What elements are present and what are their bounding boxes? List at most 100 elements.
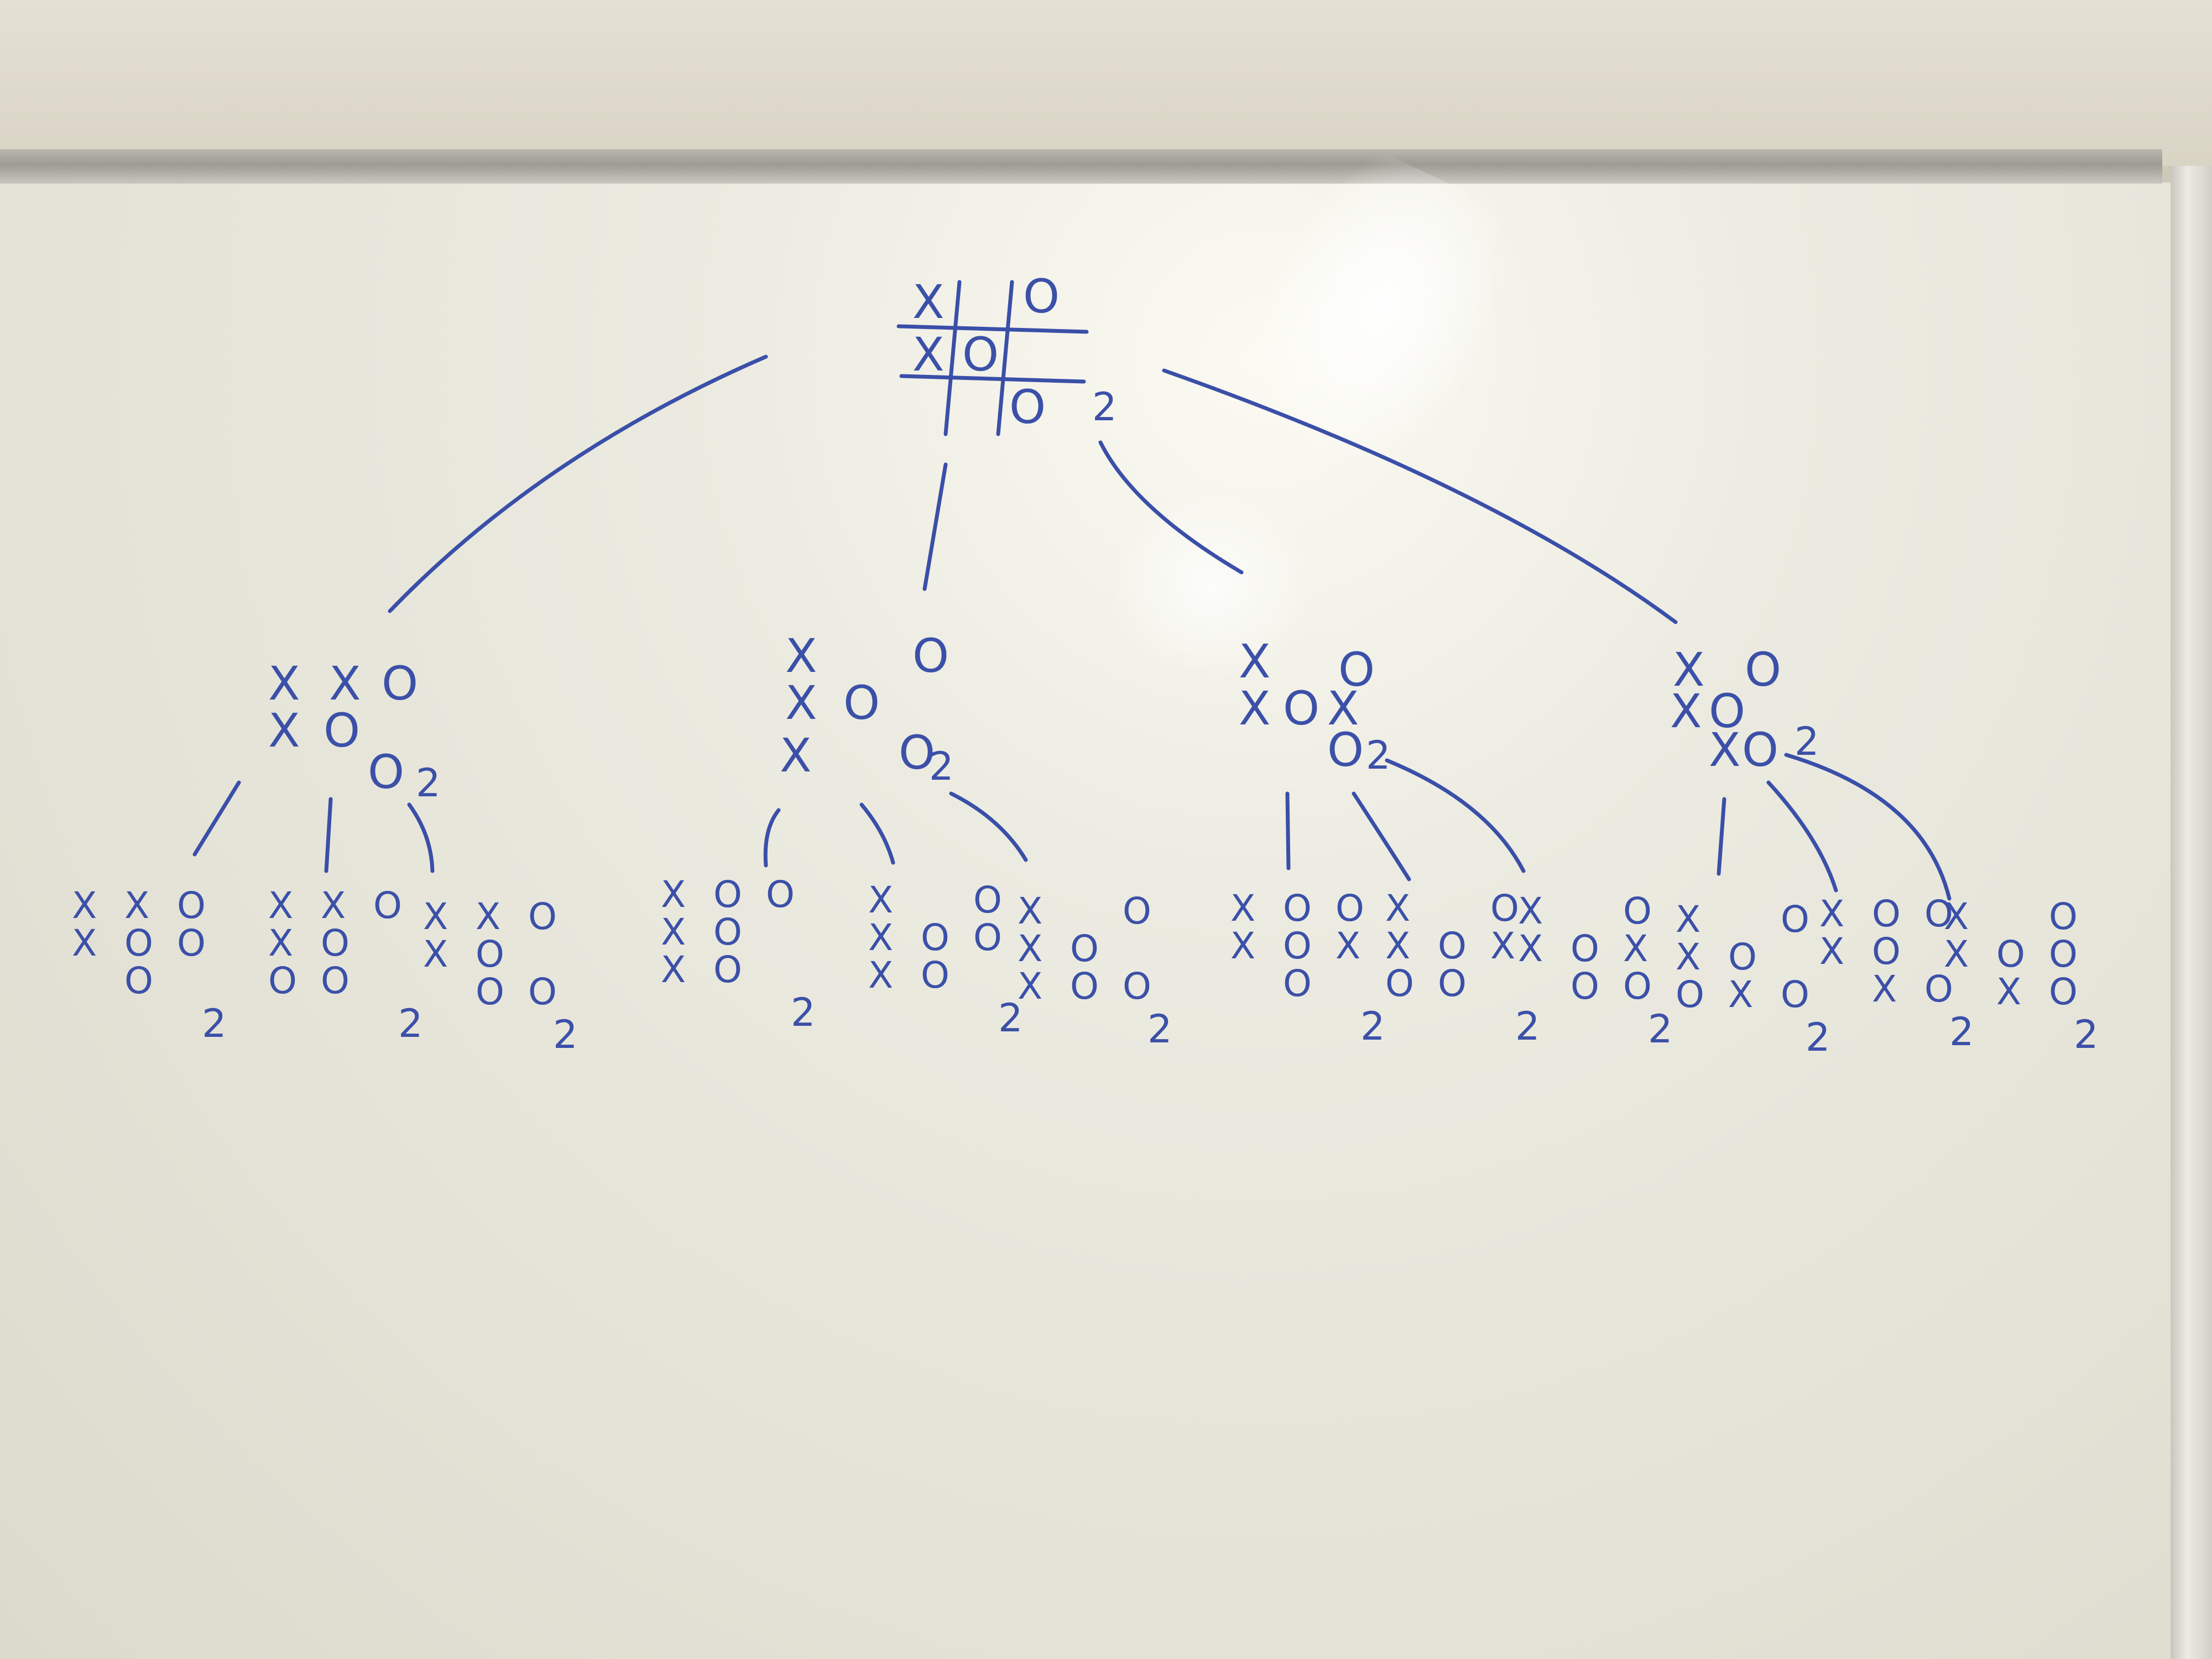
grid-line-h1 xyxy=(896,324,1089,334)
leaf-cell: O xyxy=(1385,962,1414,1005)
leaf-cell: X xyxy=(1728,973,1753,1016)
leaf-cell: X xyxy=(268,884,293,927)
leaf-cell: O xyxy=(1283,887,1312,930)
root-score: 2 xyxy=(1092,384,1117,430)
leaf-score: 2 xyxy=(398,1001,423,1046)
n4-cell-2-2: O xyxy=(1742,723,1778,777)
leaf-cell: X xyxy=(1676,898,1700,941)
edge-n3-c3 xyxy=(1385,758,1526,873)
root-cell-2-1: O xyxy=(1009,380,1046,434)
leaf-cell: X xyxy=(1872,968,1897,1010)
root-connectors xyxy=(388,354,1678,624)
root-cell-0-0: X xyxy=(912,275,945,329)
leaf-cell: O xyxy=(2049,933,2078,975)
leaf-cell: O xyxy=(177,884,206,927)
leaf-cell: O xyxy=(2049,895,2078,938)
leaf-cell: O xyxy=(1676,973,1704,1016)
leaf-cell: X xyxy=(661,948,686,991)
leaf-cell: O xyxy=(713,911,742,953)
leaf-cell: X xyxy=(124,884,149,927)
n3-cell-1-0: X xyxy=(1239,681,1271,735)
leaf-cell: O xyxy=(766,873,795,916)
leaf-cell: O xyxy=(1283,925,1312,967)
grid-line-v1 xyxy=(943,280,962,436)
n4-cell-0-2: O xyxy=(1745,643,1781,697)
n4-cell-1-0: X xyxy=(1670,684,1702,738)
leaf-cell: O xyxy=(973,879,1002,921)
n3-cell-0-2: O xyxy=(1338,643,1375,697)
whiteboard-top-rail xyxy=(0,149,2162,184)
leaf-cell: X xyxy=(1230,925,1255,967)
level1-node-3: X O X O X O 2 xyxy=(1239,634,1391,778)
leaf-cell: O xyxy=(1123,965,1151,1008)
leaf-cell: X xyxy=(868,954,893,997)
leaf-score: 2 xyxy=(1949,1009,1974,1055)
n1-cell-0-0: X xyxy=(268,656,300,711)
leaf-cell: X xyxy=(1944,895,1969,938)
leaf-cell: X xyxy=(1230,887,1255,930)
leaf-score: 2 xyxy=(1147,1006,1172,1052)
edge-root-to-node-3 xyxy=(1098,440,1244,575)
leaf-cell: X xyxy=(1623,927,1648,970)
edge-n1-c1 xyxy=(192,780,241,857)
leaf-score: 2 xyxy=(2074,1012,2099,1057)
leaf-cell: X xyxy=(1819,893,1844,935)
leaf-cell: O xyxy=(921,916,950,959)
leaf-cell: O xyxy=(476,971,504,1013)
leaf-cell: O xyxy=(1623,890,1652,932)
root-board: X O X O O 2 xyxy=(912,269,1117,434)
n3-cell-0-0: X xyxy=(1239,634,1271,688)
edge-n4-c3 xyxy=(1784,753,1952,901)
leaf-cell: O xyxy=(1335,887,1364,930)
edge-n3-c2 xyxy=(1352,791,1411,881)
edge-n2-c3 xyxy=(949,791,1028,862)
leaf-cell: O xyxy=(1070,927,1099,970)
leaf-cell: O xyxy=(1924,893,1953,935)
leaf-score: 2 xyxy=(553,1012,578,1057)
leaf-cell: O xyxy=(476,933,504,975)
edge-n3-c1 xyxy=(1285,791,1291,870)
n3-cell-1-2: X xyxy=(1327,681,1359,735)
leaf-cell: O xyxy=(528,971,557,1013)
leaf-cell: X xyxy=(1996,971,2021,1013)
root-grid xyxy=(896,280,1089,436)
leaf-cell: X xyxy=(1018,965,1042,1008)
n1-cell-0-2: O xyxy=(382,656,418,711)
leaf-cell: X xyxy=(868,916,893,959)
leaf-score: 2 xyxy=(1806,1015,1830,1060)
leaf-cell: O xyxy=(177,922,206,964)
whiteboard xyxy=(0,182,2173,1659)
n2-cell-2-1: O xyxy=(899,726,935,780)
leaf-cell: X xyxy=(661,873,686,916)
n2-cell-1-0: X xyxy=(785,676,817,730)
leaf-cell: O xyxy=(713,948,742,991)
leaf-cell: O xyxy=(2049,971,2078,1013)
leaf-score: 2 xyxy=(1360,1004,1385,1049)
leaf-cell: O xyxy=(268,959,297,1002)
leaf-cell: O xyxy=(373,884,402,927)
leaf-cell: X xyxy=(1018,927,1042,970)
n4-score: 2 xyxy=(1794,719,1819,764)
grid-line-v2 xyxy=(996,280,1014,436)
level1-node-1: X X O X O O 2 xyxy=(268,656,441,806)
leaf-cell: X xyxy=(423,895,448,938)
n3-cell-2-1: O xyxy=(1327,723,1364,777)
edge-n1-c2 xyxy=(324,797,333,873)
edge-n4-c2 xyxy=(1766,780,1838,893)
leaf-cell: O xyxy=(1438,962,1467,1005)
n2-cell-2-0: X xyxy=(780,728,812,782)
leaf-cell: O xyxy=(1781,898,1809,941)
leaf-cell: X xyxy=(72,884,97,927)
leaf-cell: X xyxy=(1335,925,1360,967)
leaf-cell: O xyxy=(1571,927,1599,970)
edge-root-to-node-2 xyxy=(922,462,948,591)
n2-score: 2 xyxy=(929,744,954,789)
